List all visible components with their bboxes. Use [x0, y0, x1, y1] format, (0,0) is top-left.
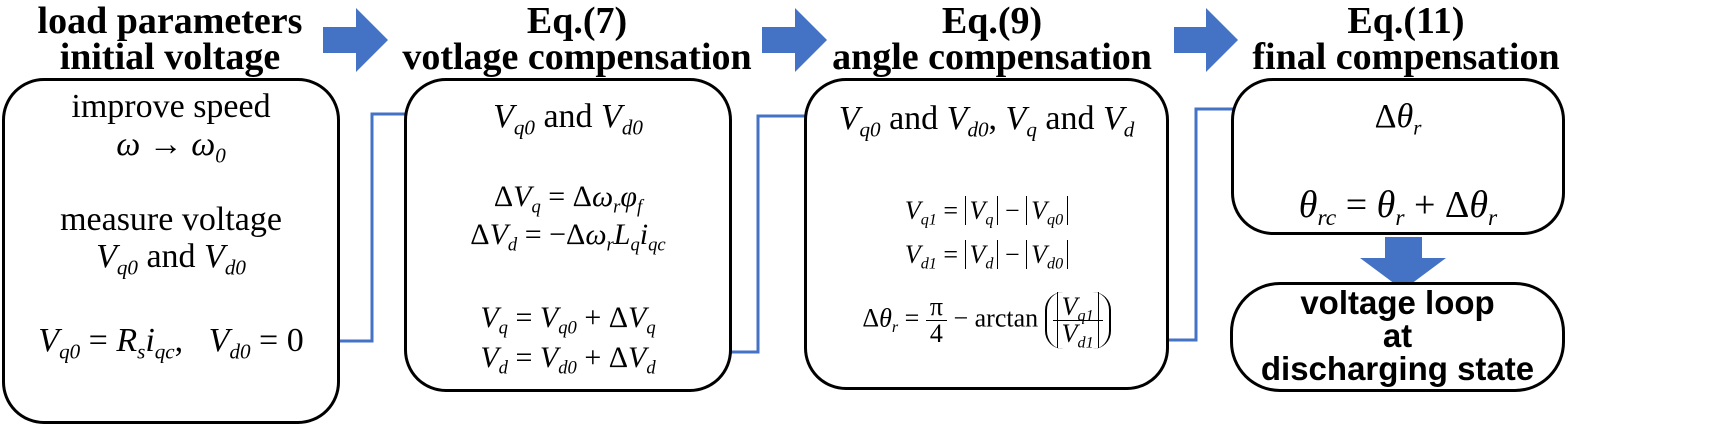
box1-measure-voltage: measure voltage: [60, 201, 282, 238]
box4-theta-rc: θrc = θr + Δθr: [1298, 184, 1498, 232]
box1-improve-speed: improve speed: [71, 88, 271, 125]
down-arrows: [163, 136, 1410, 318]
box-step1: [2, 78, 340, 424]
box2-delta-vq: ΔVq = Δωrφf: [493, 180, 643, 218]
box3-four: 4: [929, 319, 943, 348]
header-step4-line2: final compensation: [1252, 36, 1560, 78]
box-step4: [1231, 78, 1565, 235]
header-step4-line1: Eq.(11): [1347, 0, 1465, 42]
box2-and: and: [543, 98, 593, 135]
box3-arctan: arctan: [974, 303, 1039, 333]
box2-vq0-vd0: Vq0 and Vd0: [493, 98, 643, 140]
output-line1: voltage loop: [1300, 284, 1495, 321]
box3-and2: and: [1045, 100, 1095, 137]
header-step3-line1: Eq.(9): [941, 0, 1043, 42]
block-arrow-2-3: [762, 8, 827, 72]
box3-and1: and: [889, 100, 939, 137]
header-step2: Eq.(7) votlage compensation: [392, 0, 762, 78]
box1-zero: = 0: [259, 322, 304, 359]
box3-vq1: Vq1 = Vq − Vq0: [804, 196, 1169, 228]
block-arrow-3-4: [1174, 8, 1238, 72]
output-text: voltage loop at discharging state: [1230, 286, 1565, 385]
box-output: [1230, 282, 1565, 392]
header-step4: Eq.(11) final compensation: [1236, 0, 1576, 78]
header-step3: Eq.(9) angle compensation: [812, 0, 1172, 78]
box1-omega-transition: ω → ω0: [116, 126, 226, 168]
block-arrow-down-output: [1360, 237, 1446, 290]
header-step1: load parameters initial voltage: [0, 0, 340, 78]
header-step2-line2: votlage compensation: [402, 36, 752, 78]
box1-and: and: [146, 238, 196, 275]
box2-vq: Vq = Vq0 + ΔVq: [480, 301, 656, 339]
box1-sep: ,: [174, 322, 184, 359]
box-step2: [404, 78, 732, 392]
output-line3: discharging state: [1260, 350, 1535, 387]
box2-vd: Vd = Vd0 + ΔVd: [480, 341, 656, 379]
box1-initial-equation: Vq0 = Rsiqc, Vd0 = 0: [38, 322, 304, 364]
header-step3-line2: angle compensation: [832, 36, 1152, 78]
box3-pi: π: [929, 292, 943, 321]
header-step1-line1: load parameters: [37, 0, 303, 42]
output-line2: at: [1382, 317, 1413, 354]
block-arrow-1-2: [323, 8, 388, 72]
box3-vd1: Vd1 = Vd − Vd0: [804, 240, 1169, 272]
header-step1-line2: initial voltage: [59, 36, 281, 78]
box2-delta-vd: ΔVd = −ΔωrLqiqc: [470, 218, 666, 256]
box3-inputs: Vq0 and Vd0, Vq and Vd: [838, 100, 1135, 142]
header-step2-line1: Eq.(7): [526, 0, 628, 42]
box4-delta-theta: Δθr: [1374, 98, 1422, 140]
box1-vq0-vd0: Vq0 and Vd0: [96, 238, 246, 280]
